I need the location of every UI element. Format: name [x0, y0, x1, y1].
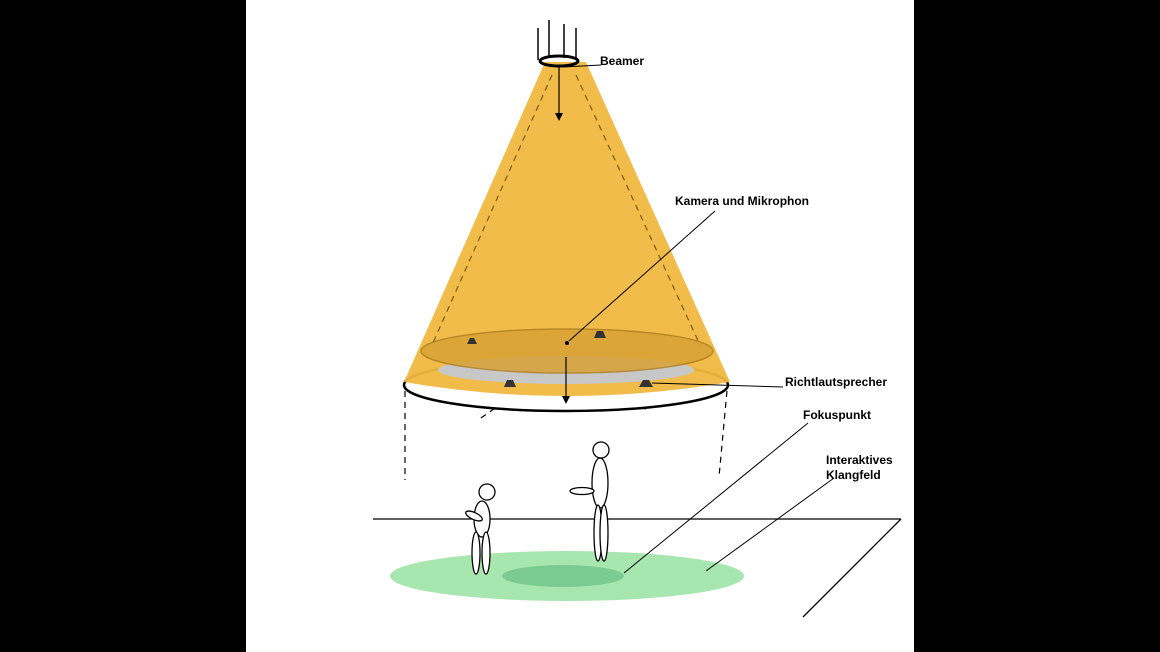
beamer-light-cone	[404, 62, 730, 396]
speaker-icon	[467, 338, 477, 344]
label-focus-point: Fokuspunkt	[803, 408, 871, 422]
cone-dash-right	[575, 74, 701, 346]
person-right	[569, 441, 610, 562]
speaker-icon	[594, 331, 606, 338]
label-field-line1: Interaktives	[826, 453, 893, 467]
person-left	[465, 483, 496, 575]
leader-camera	[568, 210, 716, 342]
floor-edge-line	[802, 518, 902, 618]
leader-focus	[623, 422, 809, 574]
cone-dash-left	[431, 74, 553, 346]
beamer-arrow-head	[555, 113, 563, 121]
camera-mic-point	[565, 341, 569, 345]
label-beamer: Beamer	[600, 54, 644, 68]
projection-line-inner-left	[477, 357, 568, 421]
beamer-ring	[538, 54, 580, 68]
leader-field	[705, 477, 835, 572]
upper-ring	[420, 328, 714, 374]
leader-beamer	[562, 64, 602, 68]
focus-point-area	[502, 565, 624, 587]
label-camera-mic: Kamera und Mikrophon	[675, 194, 809, 208]
leader-speaker	[651, 382, 784, 388]
projection-line-right	[718, 379, 729, 478]
speaker-icon	[504, 380, 516, 387]
label-speaker: Richtlautsprecher	[785, 375, 887, 389]
label-field-line2: Klangfeld	[826, 468, 881, 482]
center-arrow-head	[562, 396, 570, 404]
speaker-icon	[639, 380, 653, 387]
